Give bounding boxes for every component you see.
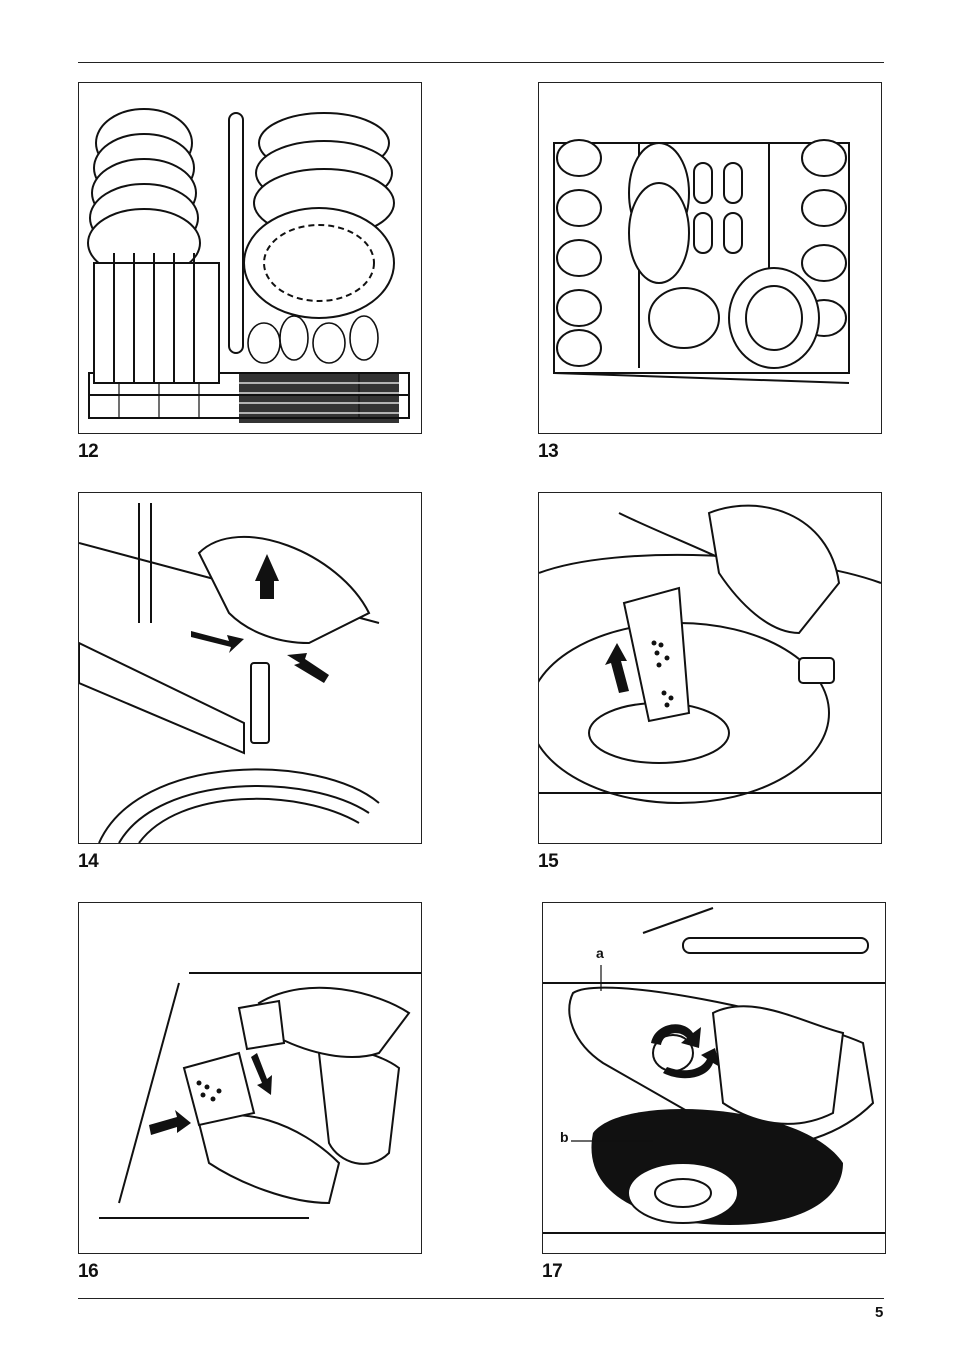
figure-17-number: 17 [542, 1261, 562, 1283]
top-rule [78, 62, 884, 63]
figure-16-number: 16 [78, 1261, 98, 1283]
figure-14-number: 14 [78, 851, 98, 873]
figure-17-illustration: a b [542, 902, 886, 1254]
figure-16-illustration [78, 902, 422, 1254]
page-number: 5 [875, 1304, 883, 1321]
figure-13-illustration [538, 82, 882, 434]
figure-17-label-a: a [596, 945, 604, 961]
filter-insert-icon [539, 493, 881, 843]
lower-basket-icon [79, 83, 421, 433]
figure-17-label-b: b [560, 1129, 569, 1145]
figure-15-illustration [538, 492, 882, 844]
basket-adjuster-icon [79, 493, 421, 843]
filter-separate-icon [79, 903, 421, 1253]
figure-15-number: 15 [538, 851, 558, 873]
bottom-rule [78, 1298, 884, 1299]
figure-14-illustration [78, 492, 422, 844]
figure-12-number: 12 [78, 441, 98, 463]
figure-12-illustration [78, 82, 422, 434]
filter-lock-icon [543, 903, 885, 1253]
upper-basket-icon [539, 83, 881, 433]
figure-13-number: 13 [538, 441, 558, 463]
